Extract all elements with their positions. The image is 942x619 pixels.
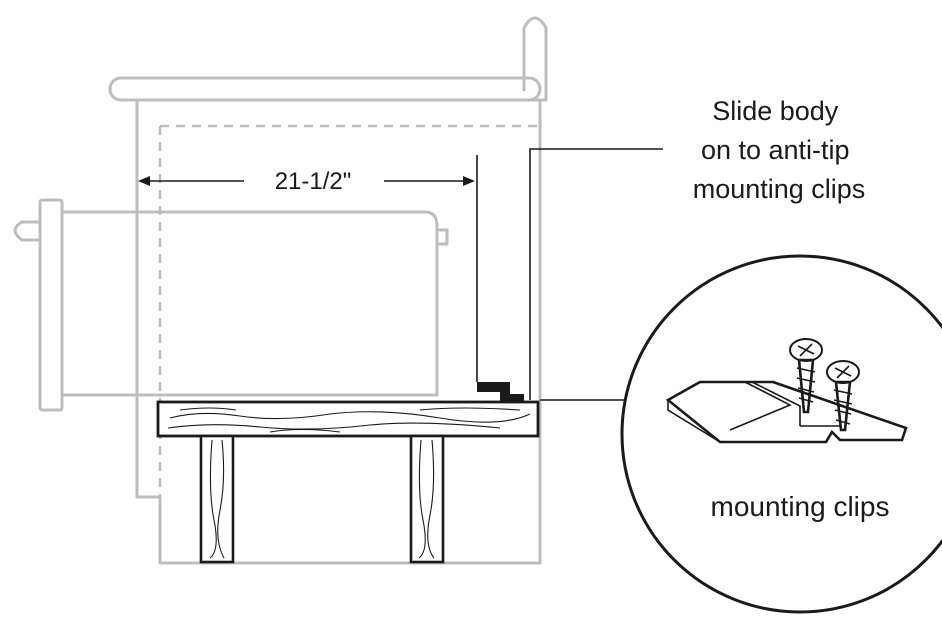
door-handle bbox=[13, 220, 42, 242]
support-leg-left bbox=[199, 434, 235, 564]
clip-fold bbox=[751, 381, 801, 426]
door-latch bbox=[435, 228, 449, 246]
door-panel bbox=[38, 198, 64, 412]
wood-grain bbox=[179, 407, 237, 411]
dimension-arrow-right bbox=[463, 176, 475, 186]
screw-icon bbox=[826, 360, 860, 432]
clip-plate bbox=[665, 380, 908, 444]
wood-grain bbox=[209, 439, 217, 559]
callout-line-1: Slide body bbox=[712, 96, 839, 126]
clip-fold bbox=[729, 381, 792, 431]
range-outline bbox=[13, 16, 548, 565]
wood-grain bbox=[427, 439, 435, 559]
wood-grain bbox=[418, 439, 426, 559]
screw-icon bbox=[789, 338, 823, 414]
detail-circle bbox=[620, 254, 942, 614]
clip-plate-edge bbox=[667, 400, 721, 443]
wood-grain bbox=[419, 407, 521, 411]
cooktop bbox=[108, 76, 542, 102]
callout-leader bbox=[529, 148, 663, 400]
oven-cavity bbox=[60, 210, 439, 397]
support-leg-right bbox=[409, 434, 445, 564]
anti-tip-clip bbox=[477, 382, 524, 402]
dimension-arrow-left bbox=[138, 176, 150, 186]
dimension-label: 21-1/2" bbox=[275, 168, 352, 195]
backguard bbox=[522, 16, 548, 102]
floor-board bbox=[156, 400, 540, 438]
detail-view: mounting clips bbox=[620, 254, 942, 614]
wood-grain bbox=[217, 439, 225, 559]
callout-text: Slide body on to anti-tip mounting clips bbox=[693, 96, 866, 204]
wood-grain bbox=[269, 428, 341, 433]
detail-label: mounting clips bbox=[711, 491, 890, 522]
wood-grain bbox=[169, 411, 531, 423]
callout-line-3: mounting clips bbox=[693, 174, 866, 204]
range-body bbox=[135, 98, 542, 565]
callout-line-2: on to anti-tip bbox=[701, 135, 850, 165]
wood-grain bbox=[167, 422, 501, 430]
wood-floor bbox=[156, 400, 540, 564]
dimension-21-5: 21-1/2" bbox=[138, 168, 475, 195]
